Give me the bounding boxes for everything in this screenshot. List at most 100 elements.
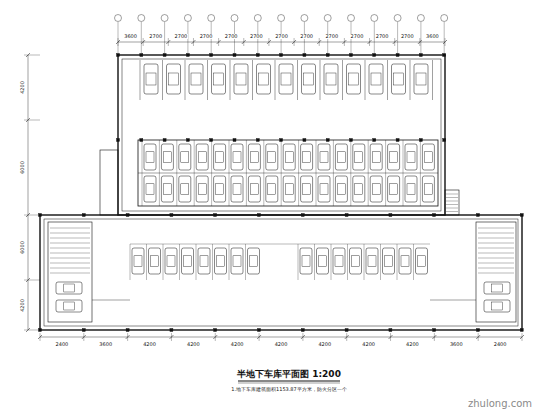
car-symbol xyxy=(268,184,276,194)
car-symbol xyxy=(231,248,243,274)
car-symbol xyxy=(56,282,82,294)
plan-line xyxy=(316,140,317,206)
car-symbol xyxy=(257,64,271,94)
car-symbol xyxy=(484,300,510,312)
plan-line xyxy=(364,244,365,280)
car-symbol xyxy=(422,176,434,202)
car-symbol xyxy=(484,282,510,294)
dimension-text: 2700 xyxy=(249,34,264,39)
car-symbol xyxy=(163,184,171,194)
grid-axis-bubble xyxy=(441,15,448,22)
car-symbol xyxy=(422,144,434,170)
plan-line xyxy=(520,214,523,217)
car-symbol xyxy=(181,184,189,194)
plan-line xyxy=(268,38,269,46)
grid-axis-bubble xyxy=(301,15,308,22)
dimension-text: 3600 xyxy=(98,342,113,347)
car-symbol xyxy=(248,248,260,274)
car-symbol xyxy=(301,144,313,170)
plan-line xyxy=(186,54,189,57)
plan-line xyxy=(446,194,458,195)
car-symbol xyxy=(132,248,144,274)
car-symbol xyxy=(371,73,381,85)
car-symbol xyxy=(184,256,192,266)
plan-line xyxy=(100,150,118,215)
car-symbol xyxy=(390,184,398,194)
grid-axis-bubble xyxy=(161,15,168,22)
car-symbol xyxy=(370,144,382,170)
plan-line xyxy=(369,38,370,46)
plan-line xyxy=(40,215,522,330)
plan-line xyxy=(443,139,446,142)
grid-axis-bubble xyxy=(371,15,378,22)
plan-line xyxy=(294,38,295,46)
plan-line xyxy=(24,215,40,216)
plan-line xyxy=(327,22,328,55)
car-symbol xyxy=(233,256,241,266)
dimension-text: 2700 xyxy=(174,34,189,39)
car-symbol xyxy=(161,144,173,170)
dimension-text: 4200 xyxy=(230,342,245,347)
car-symbol xyxy=(392,64,406,94)
plan-line xyxy=(373,54,376,57)
dimension-text: 4200 xyxy=(405,342,420,347)
plan-line xyxy=(159,140,160,206)
car-symbol xyxy=(248,144,260,170)
car-symbol xyxy=(492,302,502,310)
dimension-text: 4200 xyxy=(19,80,24,95)
plan-line xyxy=(522,333,523,341)
plan-line xyxy=(211,22,212,55)
plan-line xyxy=(162,60,163,100)
plan-line xyxy=(117,139,120,142)
dimension-text: 2400 xyxy=(55,342,70,347)
plan-line xyxy=(24,330,40,331)
plan-line xyxy=(229,244,230,280)
plan-line xyxy=(281,22,282,55)
car-symbol xyxy=(283,176,295,202)
car-symbol xyxy=(198,184,206,194)
car-symbol xyxy=(56,300,82,312)
car-symbol xyxy=(303,152,311,162)
plan-line xyxy=(478,238,514,239)
plan-line xyxy=(280,54,283,57)
dimension-text: 2400 xyxy=(493,342,508,347)
car-symbol xyxy=(191,73,201,85)
plan-line xyxy=(446,211,458,212)
plan-line xyxy=(122,59,441,211)
plan-line xyxy=(130,244,430,245)
plan-line xyxy=(387,60,388,100)
plan-line xyxy=(50,238,90,239)
dimension-text: 4200 xyxy=(19,298,24,313)
plan-line xyxy=(258,214,261,217)
car-symbol xyxy=(266,144,278,170)
car-symbol xyxy=(250,256,258,266)
dimension-text: 2700 xyxy=(148,34,163,39)
plan-line xyxy=(214,329,217,332)
plan-line xyxy=(185,60,186,100)
car-symbol xyxy=(161,176,173,202)
plan-line xyxy=(390,333,391,341)
plan-line xyxy=(394,38,395,46)
car-symbol xyxy=(149,248,161,274)
grid-axis-bubble xyxy=(394,15,401,22)
plan-line xyxy=(433,214,436,217)
car-symbol xyxy=(301,176,313,202)
plan-line xyxy=(478,248,514,249)
plan-line xyxy=(141,22,142,55)
plan-line xyxy=(432,60,433,100)
plan-line xyxy=(229,140,230,206)
plan-line xyxy=(403,140,404,206)
plan-line xyxy=(478,243,514,244)
plan-line xyxy=(410,60,411,100)
car-symbol xyxy=(320,184,328,194)
plan-line xyxy=(215,333,216,341)
car-symbol xyxy=(407,152,415,162)
plan-line xyxy=(350,54,353,57)
car-symbol xyxy=(285,152,293,162)
grid-axis-bubble xyxy=(231,15,238,22)
car-symbol xyxy=(366,248,378,274)
plan-line xyxy=(118,38,119,46)
plan-line xyxy=(333,140,334,206)
car-symbol xyxy=(64,284,74,292)
